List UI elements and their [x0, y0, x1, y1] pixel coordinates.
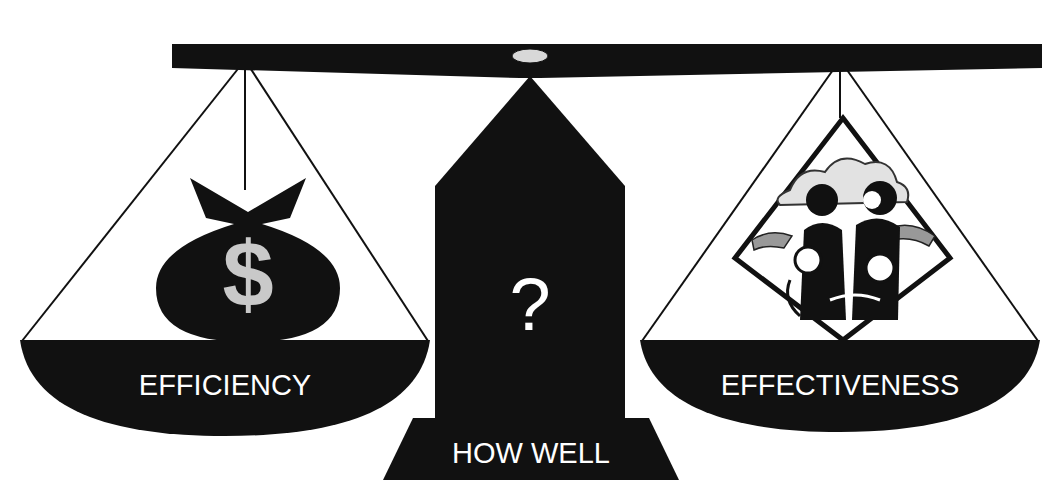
scale-base-label: HOW WELL [452, 438, 610, 470]
beam-pivot [512, 49, 548, 63]
center-pillar: ? [435, 76, 625, 422]
center-pillar-label: ? [509, 264, 550, 345]
right-pan: EFFECTIVENESS [640, 340, 1040, 432]
money-bag: $ [150, 178, 346, 342]
right-pan-label: EFFECTIVENESS [721, 370, 960, 402]
people-illustration [735, 118, 950, 340]
center-pillar-shape [435, 76, 625, 422]
left-pan: EFFICIENCY [20, 340, 430, 436]
scale-beam [172, 44, 1042, 78]
left-pan-label: EFFICIENCY [139, 370, 311, 402]
scale-base: HOW WELL [383, 418, 679, 480]
money-bag-label: $ [222, 224, 273, 325]
